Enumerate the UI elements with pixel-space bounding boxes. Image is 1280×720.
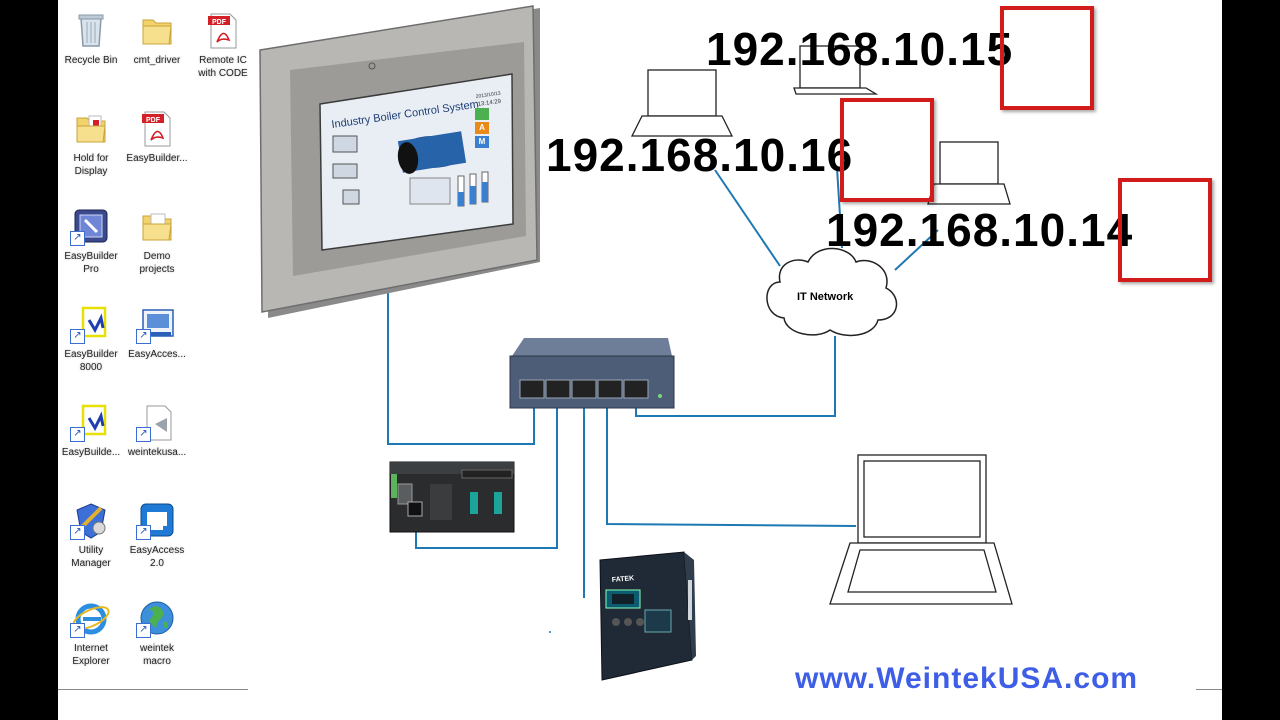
desktop-icon-easybuilder-2[interactable]: ↗ EasyBuilde... xyxy=(56,396,126,476)
laptop-16 xyxy=(630,69,734,137)
cable-plc-switch xyxy=(415,398,558,549)
shortcut-arrow-icon: ↗ xyxy=(70,231,85,246)
plc-device xyxy=(389,461,515,533)
switch-port-1 xyxy=(519,379,545,399)
letterbox-left xyxy=(0,0,58,720)
shortcut-arrow-icon: ↗ xyxy=(70,623,85,638)
desktop-icon-weintekusa[interactable]: ↗ weintekusa... xyxy=(122,396,192,476)
hmi-date: 2013/10/13 xyxy=(475,91,501,100)
shortcut-arrow-icon: ↗ xyxy=(136,525,151,540)
easybuilder-8000-icon xyxy=(81,404,107,436)
highlight-box-16 xyxy=(840,98,934,202)
desktop-icon-cmt-driver[interactable]: cmt_driver xyxy=(122,4,192,84)
desktop-icon-utility-manager[interactable]: ↗ Utility Manager xyxy=(56,494,126,574)
desktop-icon-remote-ic[interactable]: PDF Remote IC with CODE xyxy=(188,4,258,84)
hmi-alarm-letter-m: M xyxy=(479,137,486,146)
shortcut-arrow-icon: ↗ xyxy=(70,525,85,540)
pdf-icon: PDF xyxy=(142,111,171,147)
ip-suffix: 14 xyxy=(1080,204,1134,256)
shortcut-arrow-icon: ↗ xyxy=(136,427,151,442)
svg-text:PDF: PDF xyxy=(146,117,161,124)
switch-port-5 xyxy=(623,379,649,399)
ip-label-16: 192.168.10.16 xyxy=(546,130,853,180)
folder-icon xyxy=(142,213,172,241)
cable-laptop14-cloud xyxy=(894,229,939,271)
laptop-14 xyxy=(927,141,1011,205)
it-network-cloud xyxy=(766,247,898,337)
desktop-icon-hold-for-display[interactable]: Hold for Display xyxy=(56,102,126,182)
ethernet-switch xyxy=(509,338,675,409)
hmi-device xyxy=(259,5,540,318)
ip-label-15: 192.168.10.15 xyxy=(706,24,1013,74)
cable-hmi-switch xyxy=(387,292,535,445)
switch-port-3 xyxy=(571,379,597,399)
easybuilder-8000-icon xyxy=(81,306,107,338)
desktop-divider xyxy=(58,689,248,690)
highlight-box-15 xyxy=(1000,6,1094,110)
folder-icon xyxy=(142,19,172,45)
shortcut-arrow-icon: ↗ xyxy=(70,427,85,442)
drive-brand-label: FATEK xyxy=(612,575,635,584)
desktop-icon-easyaccess[interactable]: ↗ EasyAcces... xyxy=(122,298,192,378)
ip-prefix: 192.168.10. xyxy=(546,129,801,181)
highlight-box-14 xyxy=(1118,178,1212,282)
hmi-indicator-orange xyxy=(475,122,489,134)
hmi-time: 13:14:29 xyxy=(477,99,502,108)
laptop-15 xyxy=(793,45,879,95)
ip-label-14: 192.168.10.14 xyxy=(826,205,1133,255)
vfd-drive xyxy=(599,551,696,681)
switch-port-2 xyxy=(545,379,571,399)
shortcut-arrow-icon: ↗ xyxy=(136,623,151,638)
laptop-icons xyxy=(630,45,1013,605)
folder-icon xyxy=(76,115,106,143)
website-url: www.WeintekUSA.com xyxy=(795,662,1139,695)
desktop-icon-weintek-macro[interactable]: ↗ weintek macro xyxy=(122,592,192,672)
svg-text:PDF: PDF xyxy=(212,19,227,26)
switch-port-4 xyxy=(597,379,623,399)
laptop-large xyxy=(829,454,1013,605)
desktop-icon-easybuilder-pro[interactable]: ↗ EasyBuilder Pro xyxy=(56,200,126,280)
slide-divider xyxy=(1196,689,1222,690)
shortcut-arrow-icon: ↗ xyxy=(70,329,85,344)
cable-laptop16-cloud xyxy=(714,169,781,267)
cable-laptop-switch xyxy=(606,398,857,527)
cable-laptop15-cloud xyxy=(836,167,843,249)
hmi-alarm-letter-a: A xyxy=(479,123,485,132)
desktop-icon-easybuilder-8000[interactable]: ↗ EasyBuilder 8000 xyxy=(56,298,126,378)
desktop-icon-easybuilder-pdf[interactable]: PDF EasyBuilder... xyxy=(122,102,192,182)
pdf-icon: PDF xyxy=(208,13,237,49)
desktop-icon-easyaccess-2[interactable]: ↗ EasyAccess 2.0 xyxy=(122,494,192,574)
hmi-indicator-blue xyxy=(475,136,489,148)
cloud-label: IT Network xyxy=(797,291,854,303)
hmi-indicator-green xyxy=(475,108,489,120)
ip-prefix: 192.168.10. xyxy=(706,23,961,75)
recycle-bin-icon xyxy=(78,14,104,47)
desktop-icon-internet-explorer[interactable]: ↗ Internet Explorer xyxy=(56,592,126,672)
stray-dot xyxy=(549,631,551,633)
desktop-icon-demo-projects[interactable]: Demo projects xyxy=(122,200,192,280)
letterbox-right xyxy=(1222,0,1280,720)
shortcut-arrow-icon: ↗ xyxy=(136,329,151,344)
desktop-icon-recycle-bin[interactable]: Recycle Bin xyxy=(56,4,126,84)
ip-prefix: 192.168.10. xyxy=(826,204,1081,256)
